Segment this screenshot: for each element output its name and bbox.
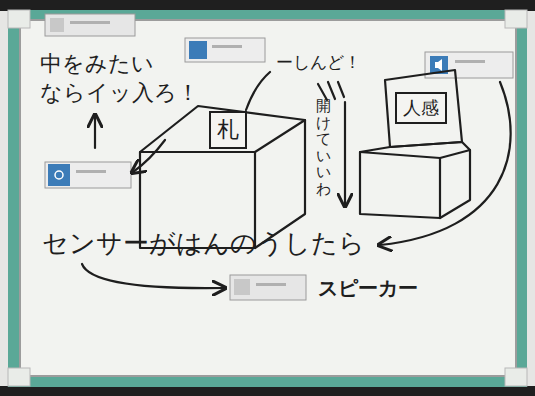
handwritten-note: 中をみたい ならイッ入ろ！ — [40, 50, 210, 107]
box-top — [140, 106, 305, 152]
tag-icon — [189, 41, 207, 59]
sensor-tag — [425, 52, 513, 78]
tag-print — [256, 283, 286, 286]
sensor-tag — [230, 275, 306, 300]
arrow — [133, 140, 165, 172]
sun-icon — [55, 171, 63, 179]
handwritten-note: センサーがはんのうしたら — [42, 228, 365, 259]
tag-print — [212, 45, 242, 48]
box-label: 札 — [209, 111, 247, 149]
speaker-icon — [435, 59, 442, 71]
sensor-tag — [185, 38, 265, 62]
stand-side — [440, 150, 470, 218]
tag-body — [230, 275, 306, 300]
sensor-sign: 人感 — [395, 92, 447, 124]
arrow — [380, 82, 511, 245]
corner-clip — [505, 368, 527, 386]
handwritten-note: ーしんど！ — [276, 52, 361, 72]
sensor-panel — [385, 70, 462, 147]
tag-icon — [50, 18, 64, 32]
whiteboard-surface — [20, 20, 516, 376]
photo-edge — [0, 0, 535, 11]
tag-print — [70, 21, 110, 24]
sensor-tag — [45, 14, 135, 36]
corner-clip — [8, 10, 527, 386]
tag-print — [455, 60, 485, 63]
leader-line — [246, 72, 270, 110]
tag-body — [185, 38, 265, 62]
arrow — [94, 116, 96, 148]
tag-body — [45, 162, 131, 188]
handwritten-note: 開けていいわ — [316, 98, 331, 197]
corner-clip — [505, 10, 527, 28]
node-text: 札 — [217, 115, 239, 145]
tag-print — [76, 170, 106, 173]
corner-clip — [8, 368, 30, 386]
arrow — [344, 102, 346, 205]
photo-edge — [0, 386, 535, 396]
tag-icon — [48, 164, 70, 186]
tag-body — [45, 14, 135, 36]
board-frame — [8, 10, 527, 387]
arrow — [82, 264, 224, 288]
sensor-tag — [45, 162, 131, 188]
stand-front — [360, 152, 440, 218]
tag-body — [425, 52, 513, 78]
stand-top — [360, 142, 470, 158]
corner-clip — [8, 10, 30, 28]
node-text: 人感 — [403, 96, 439, 120]
device-label: スピーカー — [318, 276, 418, 300]
tag-icon — [234, 279, 250, 295]
